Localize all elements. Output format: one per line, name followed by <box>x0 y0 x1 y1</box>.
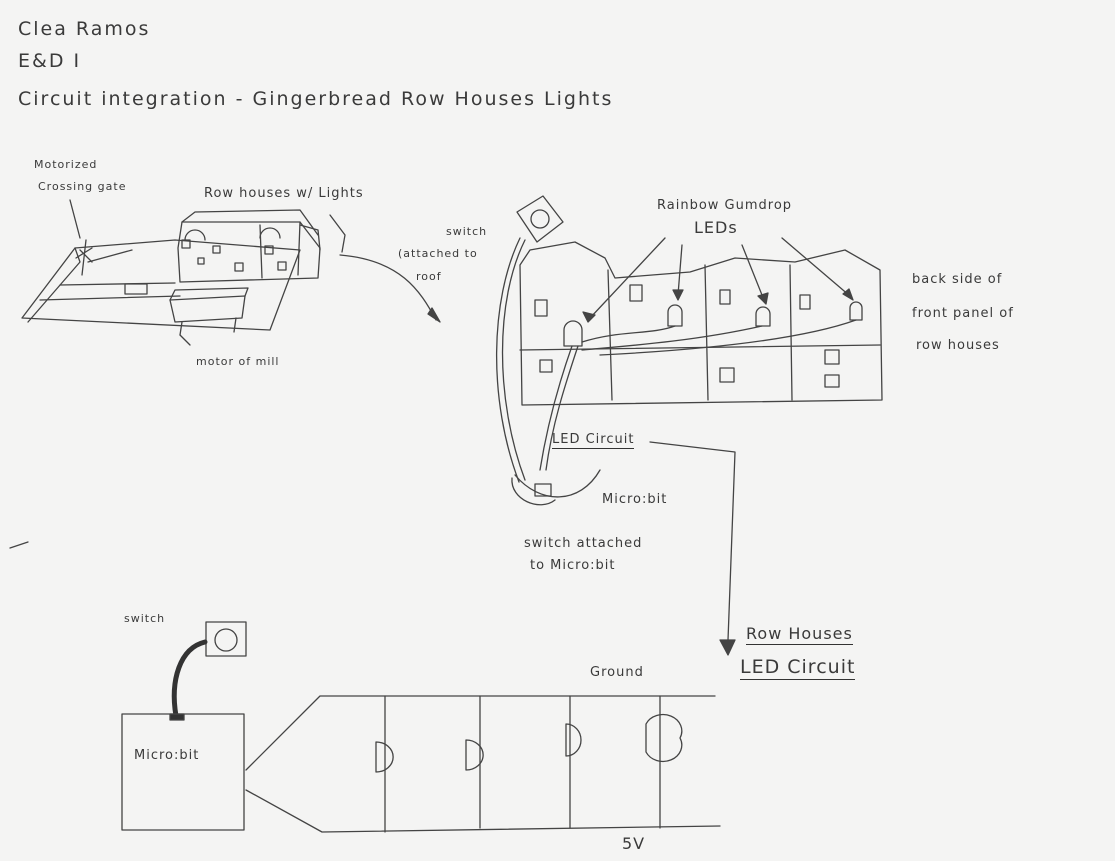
arrow-to-led-circuit <box>649 441 736 641</box>
motorized-label: Motorized <box>34 158 98 171</box>
author-name: Clea Ramos <box>18 18 151 40</box>
row-houses-sketch <box>177 209 321 283</box>
page-title: Circuit integration - Gingerbread Row Ho… <box>18 88 614 110</box>
back-side-label: back side of <box>912 272 1003 287</box>
row-houses-led-circuit-label: LED Circuit <box>740 656 856 680</box>
roof-switch-label: switch <box>446 225 488 238</box>
microbit-sketch <box>511 469 601 506</box>
led-wiring <box>539 319 857 471</box>
supply-voltage-label: 5V <box>622 834 646 853</box>
led-arrows <box>582 237 854 323</box>
ground-label: Ground <box>590 665 644 680</box>
front-panel-label: front panel of <box>912 306 1014 321</box>
led-circuit-label: LED Circuit <box>552 432 635 449</box>
roof-switch-sketch <box>495 195 564 483</box>
row-houses-circuit-label: Row Houses <box>746 624 853 645</box>
gumdrop-leds <box>563 301 863 347</box>
bracket-mark <box>329 214 346 253</box>
schematic-circuit <box>245 695 721 833</box>
crossing-gate-sketch <box>69 199 133 276</box>
microbit-label: Micro:bit <box>602 492 668 507</box>
mill-sketch <box>124 283 249 346</box>
to-microbit-label: to Micro:bit <box>530 558 616 573</box>
motor-of-mill-label: motor of mill <box>196 355 280 368</box>
row-houses-label: row houses <box>916 338 1000 353</box>
row-houses-lights-label: Row houses w/ Lights <box>204 186 364 201</box>
crossing-gate-label: Crossing gate <box>38 180 127 193</box>
roof-label: roof <box>416 270 442 283</box>
schematic-switch-label: switch <box>124 612 166 625</box>
stray-mark <box>9 541 29 549</box>
course-code: E&D I <box>18 50 82 72</box>
schematic-microbit-label: Micro:bit <box>134 748 200 763</box>
schematic-microbit-box <box>121 713 245 831</box>
schematic-switch <box>169 621 247 721</box>
rainbow-gumdrop-label: Rainbow Gumdrop <box>657 198 793 213</box>
leds-label: LEDs <box>694 218 738 237</box>
arrowhead <box>719 639 736 656</box>
village-base-sketch <box>21 239 301 331</box>
arrow-to-led-sketch <box>339 254 437 321</box>
front-panel-sketch <box>519 241 883 406</box>
arrowhead <box>427 307 441 323</box>
attached-to-label: (attached to <box>398 247 478 260</box>
switch-attached-label: switch attached <box>524 536 643 551</box>
